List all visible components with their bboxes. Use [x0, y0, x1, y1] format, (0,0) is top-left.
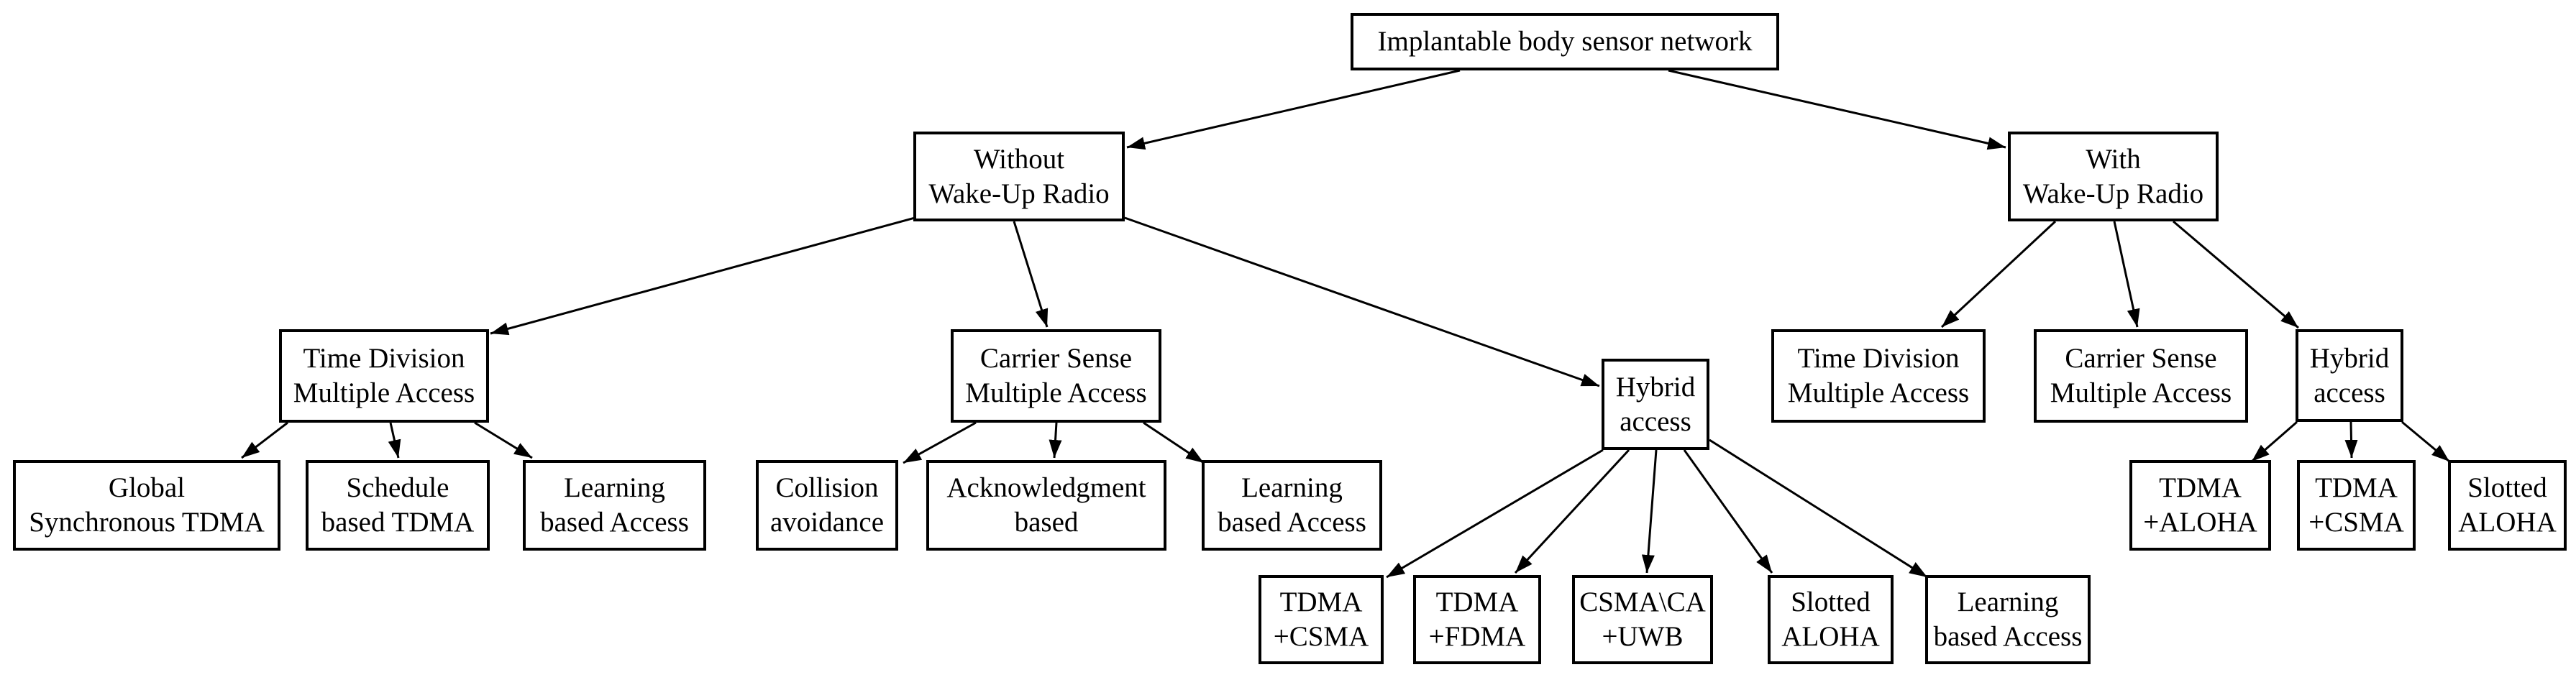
- edge-hybrid-left-to-slotted-aloha: [1683, 449, 1773, 574]
- node-schedule-based-tdma: Schedule based TDMA: [306, 460, 490, 551]
- node-with-wake-up-radio: With Wake-Up Radio: [2008, 132, 2219, 221]
- edge-tdma-left-to-learning-left: [474, 421, 533, 459]
- node-global-synchronous-tdma: Global Synchronous TDMA: [13, 460, 280, 551]
- node-slotted-aloha-right: Slotted ALOHA: [2448, 460, 2567, 551]
- node-collision-avoidance: Collision avoidance: [756, 460, 898, 551]
- edge-hybrid-left-to-learning-bottom: [1709, 438, 1928, 579]
- node-without-wake-up-radio: Without Wake-Up Radio: [913, 132, 1125, 221]
- edge-hybrid-left-to-csma-ca-uwb: [1641, 449, 1658, 574]
- node-hybrid-right: Hybrid access: [2296, 329, 2403, 422]
- node-tdma-fdma: TDMA +FDMA: [1413, 575, 1541, 664]
- edge-without-to-hybrid-left: [1124, 216, 1600, 387]
- edge-root-to-without-wake-up-radio: [1126, 69, 1461, 150]
- edge-hybrid-left-to-tdma-fdma: [1514, 449, 1630, 574]
- edge-without-to-tdma-left: [490, 216, 915, 336]
- node-csma-right: Carrier Sense Multiple Access: [2034, 329, 2248, 423]
- edge-csma-left-to-collision: [903, 421, 977, 464]
- edge-tdma-left-to-global-sync-tdma: [241, 421, 288, 459]
- edge-with-to-hybrid-right: [2173, 220, 2299, 329]
- node-learning-based-access-mid: Learning based Access: [1202, 460, 1382, 551]
- node-acknowledgment-based: Acknowledgment based: [926, 460, 1166, 551]
- node-hybrid-left: Hybrid access: [1602, 359, 1709, 450]
- edge-csma-left-to-learning-mid: [1143, 421, 1205, 464]
- edge-hybrid-left-to-tdma-csma: [1386, 449, 1604, 579]
- node-slotted-aloha-mid: Slotted ALOHA: [1768, 575, 1894, 664]
- edge-with-to-csma-right: [2113, 221, 2140, 328]
- edge-tdma-left-to-schedule-tdma: [388, 422, 401, 459]
- node-tdma-aloha: TDMA +ALOHA: [2129, 460, 2271, 551]
- node-implantable-body-sensor-network: Implantable body sensor network: [1351, 13, 1779, 70]
- edge-csma-left-to-ack-based: [1049, 422, 1062, 459]
- edge-root-to-with-wake-up-radio: [1668, 69, 2006, 150]
- node-learning-based-access-bottom: Learning based Access: [1925, 575, 2091, 664]
- node-tdma-left: Time Division Multiple Access: [279, 329, 489, 423]
- node-tdma-csma-right: TDMA +CSMA: [2297, 460, 2416, 551]
- edge-with-to-tdma-right: [1940, 220, 2057, 328]
- node-tdma-right: Time Division Multiple Access: [1771, 329, 1986, 423]
- edge-hybrid-right-to-slotted-aloha: [2401, 421, 2450, 463]
- edge-without-to-csma-left: [1013, 221, 1049, 328]
- edge-hybrid-right-to-tdma-csma: [2344, 421, 2358, 459]
- node-csma-ca-uwb: CSMA\CA +UWB: [1572, 575, 1713, 664]
- node-csma-left: Carrier Sense Multiple Access: [951, 329, 1161, 423]
- node-learning-based-access-left: Learning based Access: [523, 460, 706, 551]
- node-tdma-csma-mid: TDMA +CSMA: [1259, 575, 1384, 664]
- edge-hybrid-right-to-tdma-aloha: [2251, 421, 2298, 463]
